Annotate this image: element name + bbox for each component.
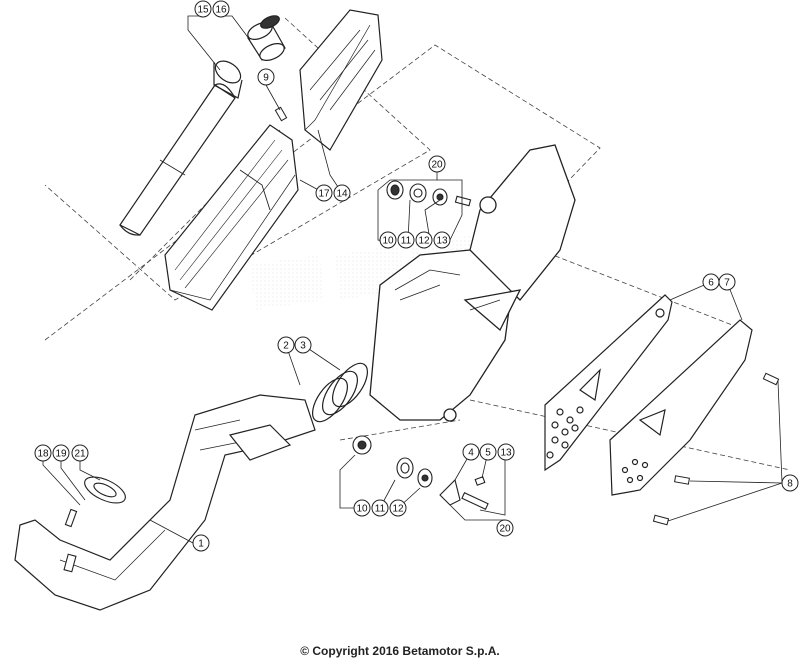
svg-text:16: 16 bbox=[215, 5, 227, 16]
callouts: 15 16 9 17 14 20 10 11 12 13 6 7 2 3 8 1… bbox=[34, 0, 799, 552]
side-cover bbox=[609, 319, 753, 496]
copyright-footer: © Copyright 2016 Betamotor S.p.A. bbox=[300, 644, 500, 658]
svg-text:20: 20 bbox=[431, 160, 443, 171]
svg-text:11: 11 bbox=[375, 504, 386, 515]
svg-text:3: 3 bbox=[300, 341, 306, 352]
callout-20-upper: 20 bbox=[428, 155, 446, 173]
callout-11-lower: 11 bbox=[371, 499, 389, 517]
callout-6: 6 bbox=[702, 273, 720, 291]
upper-fasteners bbox=[386, 180, 472, 207]
callout-10-upper: 10 bbox=[379, 231, 397, 249]
header-flange bbox=[63, 476, 126, 573]
callout-3: 3 bbox=[294, 336, 312, 354]
screws-8 bbox=[652, 372, 780, 526]
callout-13-lower: 13 bbox=[497, 443, 515, 461]
svg-text:6: 6 bbox=[708, 278, 714, 289]
callout-5: 5 bbox=[479, 443, 497, 461]
svg-text:10: 10 bbox=[356, 504, 368, 515]
svg-text:11: 11 bbox=[401, 236, 412, 247]
callout-18: 18 bbox=[34, 444, 52, 462]
upper-heat-shield bbox=[299, 9, 383, 151]
svg-text:17: 17 bbox=[318, 189, 330, 200]
muffler-body bbox=[369, 144, 576, 422]
callout-14: 14 bbox=[333, 184, 351, 202]
svg-text:15: 15 bbox=[197, 5, 209, 16]
svg-text:13: 13 bbox=[436, 236, 448, 247]
callout-1: 1 bbox=[192, 534, 210, 552]
callout-13-upper: 13 bbox=[433, 231, 451, 249]
svg-text:2: 2 bbox=[283, 341, 289, 352]
svg-text:18: 18 bbox=[37, 449, 49, 460]
bolt-9 bbox=[274, 106, 288, 122]
svg-text:12: 12 bbox=[418, 236, 430, 247]
svg-text:8: 8 bbox=[787, 479, 793, 490]
callout-2: 2 bbox=[277, 336, 295, 354]
callout-7: 7 bbox=[718, 273, 736, 291]
callout-11-upper: 11 bbox=[397, 231, 415, 249]
svg-text:13: 13 bbox=[500, 448, 512, 459]
callout-12-upper: 12 bbox=[415, 231, 433, 249]
callout-12-lower: 12 bbox=[389, 499, 407, 517]
callout-16: 16 bbox=[212, 0, 230, 18]
svg-text:14: 14 bbox=[336, 189, 348, 200]
svg-text:19: 19 bbox=[55, 449, 67, 460]
callout-8: 8 bbox=[781, 474, 799, 492]
mounting-bracket bbox=[544, 294, 673, 472]
callout-15: 15 bbox=[194, 0, 212, 18]
svg-text:5: 5 bbox=[485, 448, 491, 459]
callout-9: 9 bbox=[257, 68, 275, 86]
link-pipe bbox=[119, 60, 243, 236]
callout-10-lower: 10 bbox=[353, 499, 371, 517]
header-pipe bbox=[14, 394, 316, 611]
callout-21: 21 bbox=[71, 444, 89, 462]
svg-text:10: 10 bbox=[382, 236, 394, 247]
svg-text:7: 7 bbox=[724, 278, 730, 289]
svg-text:9: 9 bbox=[263, 73, 269, 84]
callout-20-lower: 20 bbox=[496, 519, 514, 537]
callout-17: 17 bbox=[315, 184, 333, 202]
callout-19: 19 bbox=[52, 444, 70, 462]
lower-fasteners bbox=[352, 435, 489, 510]
gasket-ring bbox=[247, 15, 286, 61]
callout-4: 4 bbox=[462, 443, 480, 461]
svg-text:12: 12 bbox=[392, 504, 404, 515]
svg-text:1: 1 bbox=[198, 539, 204, 550]
svg-text:4: 4 bbox=[468, 448, 474, 459]
silencer-body bbox=[164, 124, 299, 311]
svg-text:20: 20 bbox=[499, 524, 511, 535]
svg-text:21: 21 bbox=[74, 449, 86, 460]
inlet-rings bbox=[312, 362, 368, 423]
